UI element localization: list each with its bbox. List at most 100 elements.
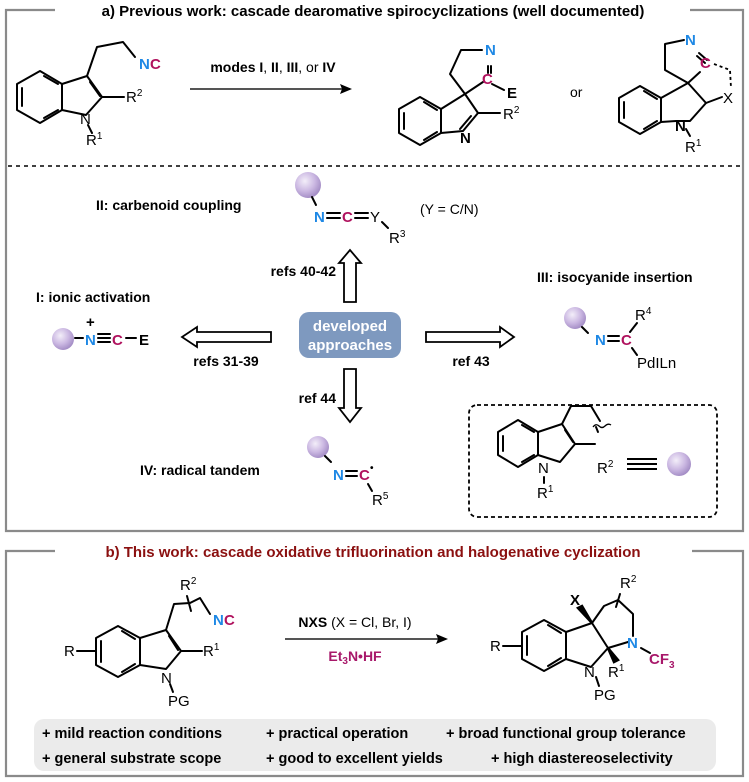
panel-a: a) Previous work: cascade dearomative sp… bbox=[4, 3, 745, 533]
product-fused-indoline: N C X N R1 bbox=[618, 32, 733, 156]
or-label: or bbox=[570, 84, 583, 100]
reaction-arrow-b: NXS (X = Cl, Br, I) Et3N•HF bbox=[285, 614, 448, 667]
mode-ii-note: (Y = C/N) bbox=[420, 201, 478, 217]
feature-item: + mild reaction conditions bbox=[42, 726, 222, 742]
atom-r1: R1 bbox=[203, 642, 220, 660]
atom-r2: R2 bbox=[597, 459, 614, 477]
feature-item: + practical operation bbox=[266, 726, 408, 742]
atom-c: C bbox=[482, 71, 493, 88]
atom-n: N bbox=[485, 42, 496, 59]
atom-r1: R1 bbox=[608, 663, 625, 681]
mode-ii: II: carbenoid coupling N C Y R3 (Y = C/N… bbox=[96, 172, 478, 247]
feature-item: + broad functional group tolerance bbox=[446, 726, 686, 742]
mode-iii: III: isocyanide insertion N C R4 PdILn bbox=[537, 269, 693, 372]
atom-e: E bbox=[139, 332, 149, 349]
atom-n: N bbox=[595, 332, 606, 349]
arrow-up bbox=[337, 248, 363, 303]
atom-n-ring: N bbox=[627, 635, 638, 652]
atom-e: E bbox=[507, 85, 517, 102]
atom-pg: PG bbox=[168, 693, 190, 710]
features-box: + mild reaction conditions + practical o… bbox=[34, 719, 716, 771]
atom-x: X bbox=[570, 592, 580, 609]
feature-item: + high diastereoselectivity bbox=[491, 751, 673, 767]
atom-n: N bbox=[538, 460, 549, 477]
atom-c: C bbox=[112, 332, 123, 349]
title-backdrop bbox=[95, 3, 651, 20]
developed-approaches-box: developed approaches bbox=[299, 312, 401, 358]
atom-r1: R1 bbox=[537, 484, 554, 502]
indole-ball-icon bbox=[52, 328, 74, 350]
atom-n: N bbox=[139, 56, 150, 73]
feature-item: + general substrate scope bbox=[42, 751, 221, 767]
atom-pg: PG bbox=[594, 687, 616, 704]
product-b: X R2 N CF3 R R1 N PG bbox=[490, 574, 675, 704]
atom-r2: R2 bbox=[180, 576, 197, 594]
atom-n-indoline: N bbox=[584, 664, 595, 681]
atom-n: N bbox=[213, 612, 224, 629]
radical-dot: • bbox=[370, 463, 374, 474]
atom-c: C bbox=[224, 612, 235, 629]
atom-y: Y bbox=[370, 209, 380, 226]
mode-i-title: I: ionic activation bbox=[36, 289, 150, 305]
atom-cf3: CF3 bbox=[649, 651, 675, 671]
charge-plus: + bbox=[86, 314, 95, 331]
atom-r: R bbox=[64, 643, 75, 660]
atom-c: C bbox=[150, 56, 161, 73]
atom-r4: R4 bbox=[635, 306, 652, 324]
atom-n-indoline: N bbox=[675, 118, 686, 135]
product-spiroindolenine: N C E R2 N bbox=[398, 42, 520, 147]
feature-item: + good to excellent yields bbox=[266, 751, 443, 767]
atom-n-indole: N bbox=[161, 670, 172, 687]
arrow-down bbox=[337, 368, 363, 424]
legend-box: R2 N R1 bbox=[468, 404, 718, 518]
indole-ball-icon bbox=[564, 307, 586, 329]
atom-n: N bbox=[314, 209, 325, 226]
equivalent-icon bbox=[627, 458, 657, 470]
mode-iv: IV: radical tandem N C • R5 bbox=[140, 436, 389, 509]
panel-a-frame bbox=[4, 8, 745, 533]
atom-c: C bbox=[342, 209, 353, 226]
mode-iii-title: III: isocyanide insertion bbox=[537, 269, 693, 285]
atom-r1: R1 bbox=[86, 131, 103, 149]
mode-iv-title: IV: radical tandem bbox=[140, 462, 260, 478]
title-backdrop bbox=[99, 544, 647, 561]
panel-b-title: b) This work: cascade oxidative trifluor… bbox=[105, 544, 640, 561]
substrate-b: R2 N C R R1 N PG bbox=[64, 576, 235, 710]
refs-mode-i: refs 31-39 bbox=[193, 353, 259, 369]
box-line2: approaches bbox=[308, 337, 392, 354]
mode-i: I: ionic activation + N C E bbox=[36, 289, 150, 350]
reaction-arrow-a: modes I, II, III, or IV bbox=[190, 59, 352, 94]
atom-r3: R3 bbox=[389, 229, 406, 247]
panel-b-frame bbox=[4, 549, 745, 778]
atom-n-indole: N bbox=[80, 111, 91, 128]
atom-pd: PdILn bbox=[637, 355, 676, 372]
atom-r1: R1 bbox=[685, 138, 702, 156]
atom-r5: R5 bbox=[372, 491, 389, 509]
reagent-nxs: NXS (X = Cl, Br, I) bbox=[298, 614, 411, 630]
atom-n: N bbox=[85, 332, 96, 349]
atom-n-indolenine: N bbox=[460, 130, 471, 147]
atom-r2: R2 bbox=[620, 574, 637, 592]
panel-b: b) This work: cascade oxidative trifluor… bbox=[4, 544, 745, 778]
indole-ball-icon bbox=[307, 436, 329, 458]
reagent-et3n-hf: Et3N•HF bbox=[328, 648, 382, 667]
indole-ball-icon bbox=[295, 172, 321, 198]
atom-x: X bbox=[723, 90, 733, 107]
atom-r: R bbox=[490, 638, 501, 655]
atom-c: C bbox=[621, 332, 632, 349]
atom-c: C bbox=[359, 467, 370, 484]
refs-mode-ii: refs 40-42 bbox=[271, 263, 337, 279]
arrow-left bbox=[180, 325, 272, 349]
modes-label: modes I, II, III, or IV bbox=[210, 59, 336, 75]
substrate-a: N C R2 N R1 bbox=[16, 41, 161, 149]
refs-mode-iii: ref 43 bbox=[452, 353, 490, 369]
refs-mode-iv: ref 44 bbox=[299, 390, 337, 406]
atom-n: N bbox=[685, 32, 696, 49]
panel-a-title: a) Previous work: cascade dearomative sp… bbox=[102, 3, 645, 20]
box-line1: developed bbox=[313, 318, 387, 335]
atom-n: N bbox=[333, 467, 344, 484]
mode-ii-title: II: carbenoid coupling bbox=[96, 197, 241, 213]
indole-ball-icon bbox=[667, 452, 691, 476]
atom-r2: R2 bbox=[126, 88, 143, 106]
